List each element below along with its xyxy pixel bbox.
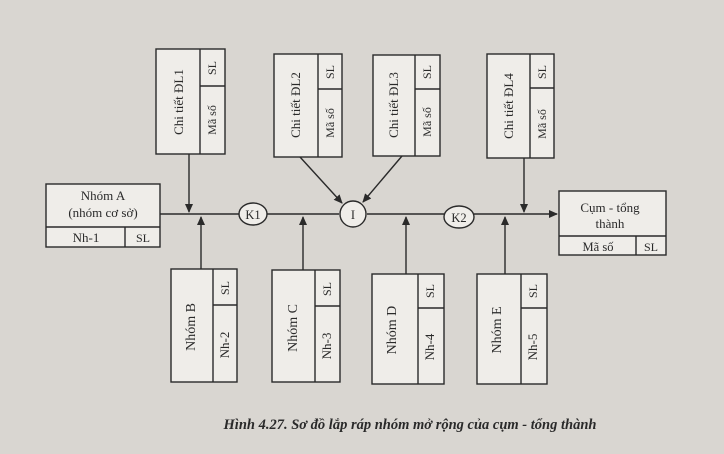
group-label: Nhóm D [385, 306, 400, 355]
final-assembly-name-line2: thành [596, 216, 625, 231]
group-qty: SL [423, 284, 437, 298]
base-group-box: Nhóm A (nhóm cơ sở) Nh-1 SL [45, 183, 161, 248]
group-code: Nh-2 [217, 332, 232, 359]
base-group-name: Nhóm A [81, 188, 126, 203]
part-box-dl1: Chi tiết ĐL1 Mã số SL [155, 48, 226, 155]
group-code: Nh-3 [319, 333, 334, 360]
part-box-dl2: Chi tiết ĐL2 Mã số SL [273, 53, 343, 158]
arrow-dl3 [362, 155, 403, 203]
part-label: Chi tiết ĐL3 [386, 72, 401, 138]
part-label: Chi tiết ĐL4 [501, 73, 516, 139]
base-group-qty: SL [136, 231, 150, 245]
part-box-dl3: Chi tiết ĐL3 Mã số SL [372, 54, 441, 157]
group-box-b: Nhóm B Nh-2 SL [170, 268, 238, 383]
final-assembly-box: Cụm - tổng thành Mã số SL [558, 190, 667, 256]
part-code: Mã số [535, 109, 549, 139]
group-qty: SL [320, 282, 334, 296]
group-box-d: Nhóm D Nh-4 SL [371, 273, 445, 385]
part-label: Chi tiết ĐL1 [171, 69, 186, 135]
part-qty: SL [205, 61, 219, 75]
figure-caption: Hình 4.27. Sơ đồ lắp ráp nhóm mở rộng củ… [223, 417, 597, 433]
node-i: I [339, 200, 367, 228]
part-box-dl4: Chi tiết ĐL4 Mã số SL [486, 53, 555, 159]
final-assembly-qty: SL [644, 240, 658, 254]
arrow-dl2 [299, 156, 343, 204]
svg-text:K1: K1 [245, 208, 260, 222]
node-k2: K2 [443, 205, 475, 229]
part-qty: SL [420, 65, 434, 79]
base-group-subtitle: (nhóm cơ sở) [68, 205, 137, 220]
part-code: Mã số [420, 107, 434, 137]
part-qty: SL [535, 65, 549, 79]
svg-text:K2: K2 [451, 211, 466, 225]
group-label: Nhóm C [286, 304, 301, 352]
group-qty: SL [526, 284, 540, 298]
base-group-code: Nh-1 [73, 230, 100, 245]
group-qty: SL [218, 281, 232, 295]
group-box-e: Nhóm E Nh-5 SL [476, 273, 548, 385]
group-box-c: Nhóm C Nh-3 SL [271, 269, 341, 383]
part-code: Mã số [205, 105, 219, 135]
group-label: Nhóm E [490, 306, 505, 353]
part-qty: SL [323, 65, 337, 79]
node-k1: K1 [238, 202, 268, 226]
part-code: Mã số [323, 108, 337, 138]
group-code: Nh-4 [422, 333, 437, 360]
group-code: Nh-5 [525, 334, 540, 361]
group-label: Nhóm B [184, 303, 199, 351]
part-label: Chi tiết ĐL2 [288, 72, 303, 138]
final-assembly-name: Cụm - tổng [580, 200, 640, 215]
final-assembly-code: Mã số [583, 240, 615, 254]
svg-text:I: I [351, 208, 355, 222]
